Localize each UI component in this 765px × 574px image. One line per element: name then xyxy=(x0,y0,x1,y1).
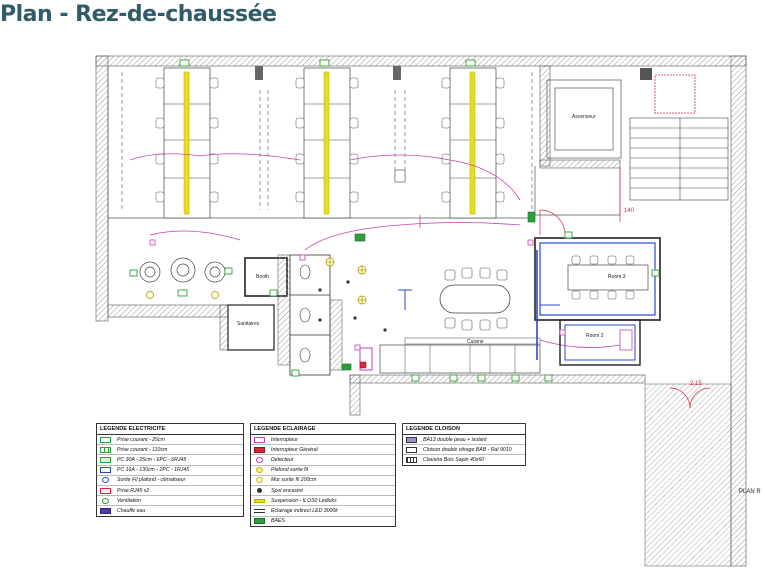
room-label-room-2: Room 2 xyxy=(586,333,604,339)
wood-screen-icon xyxy=(406,456,417,463)
spot-symbols xyxy=(318,280,387,332)
kitchen-counter xyxy=(359,337,541,374)
legend-electricite-title: LEGENDE ELECTRICITE xyxy=(97,424,243,435)
legend-row: BA13 double peau + isolant xyxy=(403,435,525,446)
meeting-room-2 xyxy=(559,319,641,366)
indirect-led-lines xyxy=(121,72,533,210)
legend-row: Ventilation xyxy=(97,496,243,507)
spot-icon xyxy=(257,488,262,494)
legend-row: Chauffe eau xyxy=(97,506,243,515)
desk-island-3 xyxy=(441,67,505,219)
legend-row: Spot encastré xyxy=(251,486,395,497)
indirect-led-icon xyxy=(254,508,265,513)
meeting-table xyxy=(398,267,511,331)
socket-symbols xyxy=(129,59,660,382)
legend-electricite: LEGENDE ELECTRICITE Prise courant - 25cm… xyxy=(96,423,244,517)
legend-eclairage: LEGENDE ECLAIRAGE Interrupteur Interrupt… xyxy=(250,423,396,527)
legend-row: Cloison double vitrage BAB - Ral 9010 xyxy=(403,445,525,456)
ventilation-icon xyxy=(102,497,109,504)
main-switch-symbol xyxy=(359,361,367,369)
ceiling-light-symbols xyxy=(146,257,367,305)
desk-island-2 xyxy=(295,67,359,219)
glass-wall-icon xyxy=(406,446,417,453)
page-title: Plan - Rez-de-chaussée xyxy=(0,2,277,27)
floor-box-30a-icon xyxy=(100,456,111,463)
legend-row: BAES xyxy=(251,517,395,526)
switch-symbols xyxy=(149,239,566,351)
switch-icon xyxy=(254,436,265,443)
desk-island-1 xyxy=(155,67,219,219)
plan-reference: PLAN R xyxy=(739,489,761,495)
legend-eclairage-title: LEGENDE ECLAIRAGE xyxy=(251,424,395,435)
room-label-cuisine: Cuisine xyxy=(467,339,484,345)
doors xyxy=(539,209,711,409)
legend-row: Prise RJ45 x2 xyxy=(97,486,243,497)
legend-row: Prise courant - 110cm xyxy=(97,445,243,456)
dimension-label-2: 2,15 xyxy=(690,381,702,387)
legend-row: Prise courant - 25cm xyxy=(97,435,243,446)
staircase xyxy=(629,74,729,201)
suspension-icon xyxy=(254,498,265,503)
legend-row: Mur sortie fil 200cm xyxy=(251,476,395,486)
ba13-wall-icon xyxy=(406,436,417,443)
desk-islands xyxy=(155,67,505,219)
wall-light-icon xyxy=(256,477,263,484)
emergency-light-icon xyxy=(254,518,265,525)
socket-low-icon xyxy=(100,436,111,443)
switch-circuits xyxy=(129,153,621,348)
legend-row: PC 30A - 25cm - 6PC - 6RJ45 xyxy=(97,455,243,466)
legend-row: Detecteur xyxy=(251,455,395,466)
legend-row: Claustra Bois Sapin 40x60 xyxy=(403,455,525,464)
room-label-ascenseur: Ascenseur xyxy=(572,114,596,120)
baes-symbol xyxy=(527,211,536,223)
legend-row: Interrupteur Général xyxy=(251,445,395,456)
room-label-booth: Booth xyxy=(256,274,270,280)
main-switch-icon xyxy=(254,446,265,453)
floor-box-16a-icon xyxy=(100,467,111,474)
legend-cloison-title: LEGENDE CLOISON xyxy=(403,424,525,435)
socket-high-icon xyxy=(100,446,111,453)
legend-row: Suspension - ILOS0 Ledluks xyxy=(251,496,395,507)
ceiling-light-icon xyxy=(256,467,263,474)
legend-cloison: LEGENDE CLOISON BA13 double peau + isola… xyxy=(402,423,526,466)
legend-row: Plafond sortie fil xyxy=(251,466,395,476)
lounge-armchairs xyxy=(139,257,226,283)
sanitaires-room xyxy=(227,254,343,376)
room-label-room-3: Room 3 xyxy=(608,274,626,280)
baes-symbol xyxy=(341,363,352,371)
water-heater-icon xyxy=(100,507,111,514)
baes-symbol xyxy=(354,233,366,242)
building-walls xyxy=(95,55,747,567)
rj45-icon xyxy=(100,487,111,494)
legend-row: Sortie Fil plafond - climatiseur xyxy=(97,476,243,486)
legend-row: Eclairage indirect LED 3000k xyxy=(251,506,395,517)
detector-icon xyxy=(256,456,263,463)
legend-row: PC 16A - 130cm - 2PC - 1RJ45 xyxy=(97,466,243,476)
meeting-room-3 xyxy=(534,237,661,321)
ceiling-outlet-icon xyxy=(102,477,109,484)
legend-row: Interrupteur xyxy=(251,435,395,446)
dimension-label-1: 140 xyxy=(624,208,635,214)
room-label-sanitaires: Sanitaires xyxy=(237,321,260,327)
